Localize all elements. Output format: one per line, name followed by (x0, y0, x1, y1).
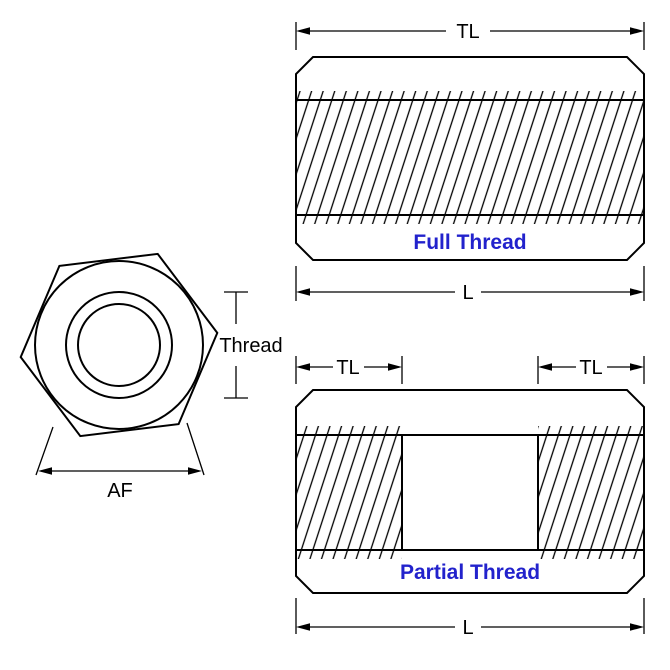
tl-dimension-full: TL (295, 21, 645, 50)
extension-line (186, 422, 205, 476)
thread-major-circle (65, 291, 173, 399)
arrowhead-right (630, 623, 644, 631)
af-label: AF (107, 480, 133, 502)
l-dimension-partial: L (295, 598, 645, 639)
hex-outline (19, 252, 219, 438)
partial-thread-caption: Partial Thread (400, 561, 540, 584)
arrowhead-right (630, 363, 644, 371)
arrowhead-right (630, 288, 644, 296)
extension-line (35, 426, 54, 476)
bore-circle (77, 303, 161, 387)
tl-dimension-partial-right: TL (537, 356, 645, 384)
af-dimension: AF (35, 422, 205, 502)
l-dimension-label: L (462, 282, 473, 304)
partial-thread-body-outline (295, 389, 645, 594)
thread-label: Thread (219, 335, 282, 357)
arrowhead-left (38, 467, 52, 475)
partial-thread-view: Partial Thread TL TL (295, 356, 645, 639)
full-thread-body-outline (295, 56, 645, 261)
arrowhead-left (296, 288, 310, 296)
tl-left-dimension-label: TL (336, 357, 359, 379)
arrowhead-left (296, 27, 310, 35)
hex-front-view: Thread AF (19, 252, 283, 502)
tl-dimension-label: TL (456, 21, 479, 43)
full-thread-hatch-band (297, 91, 643, 224)
tl-right-dimension-label: TL (579, 357, 602, 379)
arrowhead-left (538, 363, 552, 371)
arrowhead-right (630, 27, 644, 35)
partial-thread-right-hatch-band (538, 426, 643, 559)
arrowhead-left (296, 363, 310, 371)
l-dimension-label: L (462, 617, 473, 639)
l-dimension-full: L (295, 266, 645, 304)
arrowhead-right (388, 363, 402, 371)
thread-dimension: Thread (219, 291, 283, 399)
full-thread-view: Full Thread TL L (295, 21, 645, 304)
arrowhead-left (296, 623, 310, 631)
partial-thread-left-hatch-band (297, 426, 402, 559)
tl-dimension-partial-left: TL (295, 356, 403, 384)
chamfer-circle (34, 260, 204, 430)
arrowhead-right (188, 467, 202, 475)
full-thread-caption: Full Thread (413, 231, 526, 254)
